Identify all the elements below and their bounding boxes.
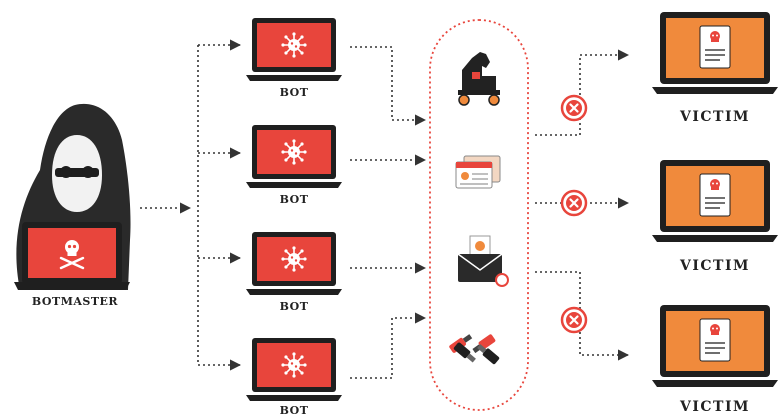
victim-laptop-3	[651, 304, 779, 388]
botmaster-connectors	[140, 39, 242, 371]
blocked-x-icon	[560, 189, 588, 217]
victim-label-3: VICTIM	[679, 399, 751, 415]
payload-oval	[429, 19, 529, 411]
usb-drives-icon	[449, 334, 500, 365]
bot-label-4: BOT	[279, 404, 309, 417]
botmaster-label: BOTMASTER	[31, 295, 119, 308]
victim-laptop-1	[651, 11, 779, 95]
blocked-x-icon	[560, 306, 588, 334]
skull-crossbones-icon	[59, 240, 85, 270]
trojan-horse-icon	[458, 52, 500, 106]
botmaster-figure	[14, 103, 131, 290]
phishing-email-icon	[457, 235, 509, 287]
bot-laptop-2	[246, 125, 342, 188]
bot-label-2: BOT	[279, 193, 309, 206]
bot-connectors	[350, 46, 427, 379]
bot-laptop-4	[246, 338, 342, 401]
bot-label-1: BOT	[279, 86, 309, 99]
victim-label-2: VICTIM	[679, 258, 751, 274]
victim-label-1: VICTIM	[679, 109, 751, 125]
bot-label-3: BOT	[279, 300, 309, 313]
blocked-x-icon	[560, 94, 588, 122]
bot-laptop-3	[246, 232, 342, 295]
id-card-icon	[455, 155, 501, 189]
bot-laptop-1	[246, 18, 342, 81]
victim-laptop-2	[651, 159, 779, 243]
